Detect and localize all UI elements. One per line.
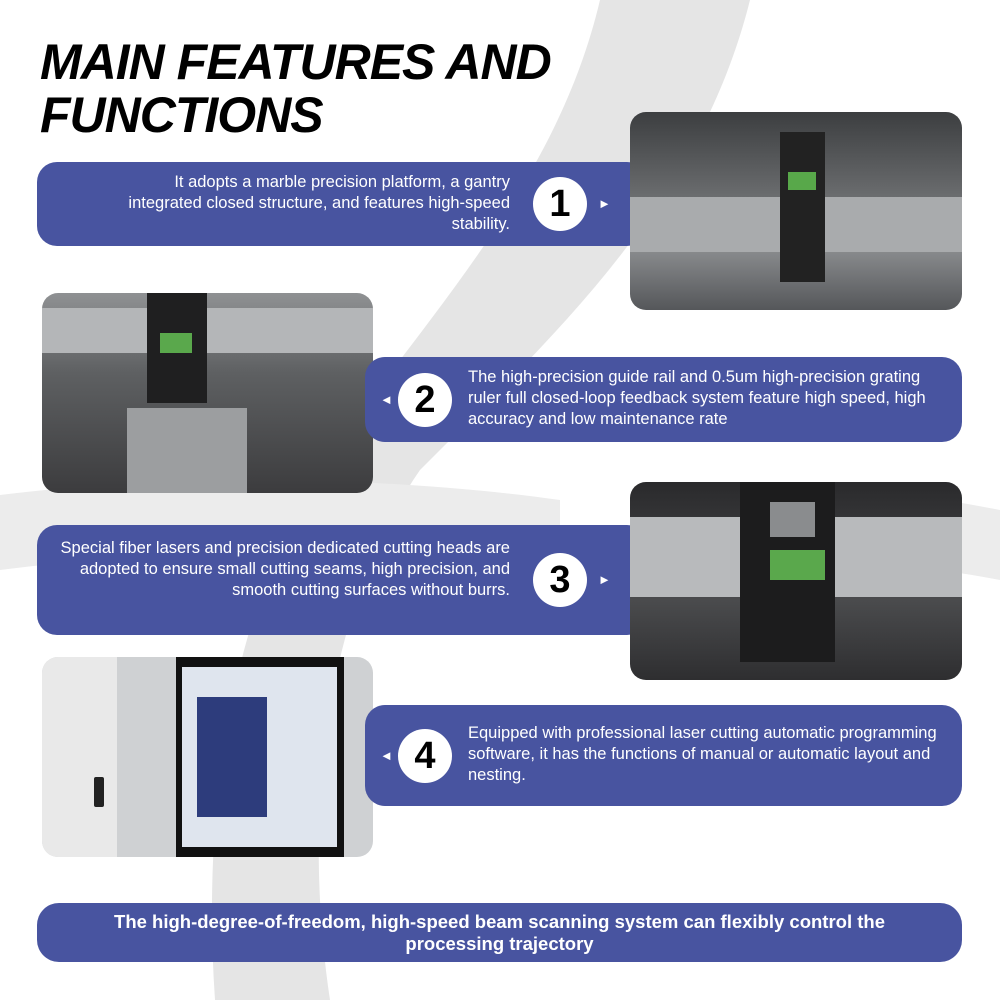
feature-1-number: 1 xyxy=(533,177,587,231)
bottom-banner-text: The high-degree-of-freedom, high-speed b… xyxy=(114,910,885,954)
feature-2-text: The high-precision guide rail and 0.5um … xyxy=(468,368,926,428)
feature-3-number: 3 xyxy=(533,553,587,607)
feature-4-number: 4 xyxy=(398,729,452,783)
photo-gantry-platform xyxy=(630,112,962,310)
title-line-1: MAIN FEATURES AND xyxy=(40,34,552,90)
photo-software-screen xyxy=(42,657,373,857)
photo-cutting-head xyxy=(630,482,962,680)
feature-4-box xyxy=(365,705,962,806)
feature-4-text: Equipped with professional laser cutting… xyxy=(468,724,937,784)
arrow-left-icon: ◄ xyxy=(380,392,393,407)
feature-2-number: 2 xyxy=(398,373,452,427)
page-title: MAIN FEATURES AND FUNCTIONS xyxy=(40,34,552,143)
feature-1-text: It adopts a marble precision platform, a… xyxy=(128,173,510,233)
feature-3-text: Special fiber lasers and precision dedic… xyxy=(60,539,510,599)
arrow-left-icon: ◄ xyxy=(380,748,393,763)
feature-2-box xyxy=(365,357,962,442)
bottom-banner: The high-degree-of-freedom, high-speed b… xyxy=(37,903,962,962)
photo-guide-rail xyxy=(42,293,373,493)
arrow-right-icon: ► xyxy=(598,572,611,587)
arrow-right-icon: ► xyxy=(598,196,611,211)
title-line-2: FUNCTIONS xyxy=(40,87,324,143)
